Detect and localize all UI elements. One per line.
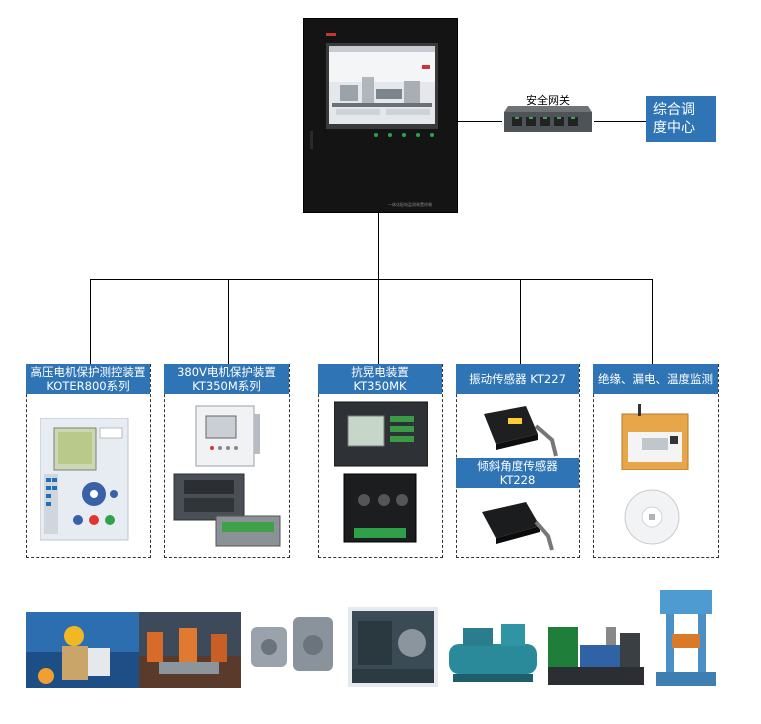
kt227-sensor-image — [478, 400, 562, 464]
drop-line-4 — [520, 279, 521, 364]
koter800-device-image — [39, 417, 130, 546]
drop-line-3 — [378, 279, 379, 364]
drop-line-1 — [90, 279, 91, 364]
status-led-2 — [388, 133, 392, 137]
robot-worker-image — [26, 612, 139, 688]
electric-motors-image — [245, 607, 339, 687]
device-header-insulation: 绝缘、漏电、温度监测 — [593, 364, 718, 394]
dispatch-center-label: 综合调 度中心 — [646, 96, 716, 142]
kt350mk-device-image — [333, 400, 429, 550]
screen-scada-image — [329, 46, 435, 124]
network-switch-icon — [502, 106, 594, 138]
temperature-sensor-image — [622, 488, 682, 550]
injection-molding-machine-image — [546, 617, 646, 689]
kt350m-device-image — [172, 404, 284, 556]
status-led-4 — [416, 133, 420, 137]
drop-line-5 — [652, 279, 653, 364]
terminal-footer-text: 一体化配电监测装置终端 — [388, 202, 432, 207]
insulation-monitor-image — [618, 404, 694, 474]
status-led-5 — [430, 133, 434, 137]
hydraulic-press-image — [650, 588, 722, 688]
chiller-unit-image — [443, 614, 543, 688]
device-header-kt228: 倾斜角度传感器 KT228 — [456, 458, 579, 488]
air-compressor-image — [348, 607, 438, 687]
link-unit-gateway — [456, 121, 502, 122]
bus-line — [90, 279, 653, 280]
main-terminal-unit: 一体化配电监测装置终端 — [303, 18, 458, 213]
device-header-koter800: 高压电机保护测控装置 KOTER800系列 — [26, 364, 150, 394]
gateway-label: 安全网关 — [526, 94, 570, 107]
device-header-kt350mk: 抗晃电装置 KT350MK — [318, 364, 442, 394]
status-led-1 — [374, 133, 378, 137]
link-gateway-center — [594, 121, 646, 122]
device-header-kt350m: 380V电机保护装置 KT350M系列 — [164, 364, 289, 394]
trunk-line — [378, 211, 379, 279]
terminal-screen — [326, 43, 438, 129]
status-led-3 — [402, 133, 406, 137]
car-assembly-line-image — [139, 612, 241, 688]
kt228-sensor-image — [476, 494, 560, 556]
device-header-kt227: 振动传感器 KT227 — [456, 364, 579, 394]
drop-line-2 — [228, 279, 229, 364]
